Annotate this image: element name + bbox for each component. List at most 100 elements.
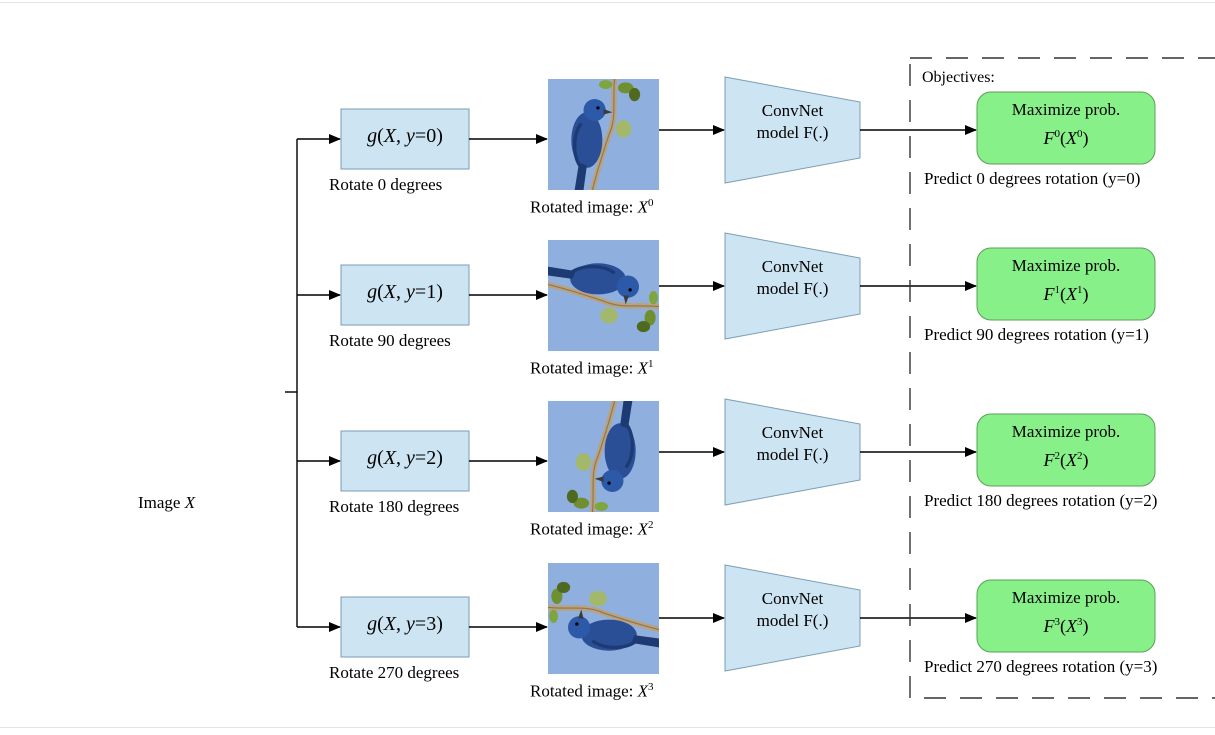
rotated-caption-var: X [637, 197, 649, 217]
paren-close: ) [436, 281, 443, 303]
rotate-label: Rotate 180 degrees [329, 497, 460, 516]
g-arg: X [383, 281, 397, 303]
convnet-label-line1: ConvNet [761, 101, 824, 120]
convnet-model [724, 232, 861, 340]
objective-X-sup: 0 [1077, 128, 1083, 140]
equals: = [414, 281, 427, 303]
comma: , [396, 447, 407, 469]
predict-label: Predict 270 degrees rotation (y=3) [924, 657, 1158, 676]
rotated-caption-var: X [637, 358, 649, 378]
g-function-box [340, 264, 470, 326]
split-connector [285, 139, 298, 627]
paren-open: ( [377, 447, 384, 469]
objective-F-sup: 2 [1054, 450, 1061, 462]
objective-X: X [1066, 128, 1077, 148]
g-function-label: g(X, y=2) [341, 448, 469, 468]
paren-close: ) [436, 125, 443, 147]
convnet-label-line1: ConvNet [761, 589, 824, 608]
rotated-bird [548, 240, 659, 351]
convnet-label-line2: model F(.) [756, 123, 829, 142]
paren-open: ( [377, 125, 384, 147]
g-eq-var: y [406, 281, 415, 303]
rotated-image [548, 401, 659, 512]
objectives-frame [909, 57, 1215, 699]
g-function-label: g(X, y=3) [341, 614, 469, 634]
input-image-caption: Image X [138, 493, 195, 513]
paren-close: ) [1082, 450, 1089, 470]
rotated-image [548, 79, 659, 190]
g-function-label: g(X, y=0) [341, 126, 469, 146]
objective-line1: Maximize prob. [1011, 100, 1121, 119]
paren-open: ( [1060, 284, 1066, 304]
comma: , [396, 281, 407, 303]
g-y-value: 2 [426, 447, 437, 469]
g-eq-var: y [406, 125, 415, 147]
objective-F: F [1043, 284, 1055, 304]
objective-X-sup: 1 [1077, 284, 1083, 296]
predict-label: Predict 0 degrees rotation (y=0) [924, 169, 1141, 188]
rotated-caption-var: X [637, 519, 649, 539]
objective-box [976, 413, 1156, 487]
objective-F: F [1043, 616, 1055, 636]
paren-open: ( [377, 281, 384, 303]
g-function-box [340, 596, 470, 658]
objectives-title: Objectives: [922, 69, 995, 86]
rotated-caption-sup: 2 [648, 519, 654, 531]
rotate-label: Rotate 90 degrees [329, 331, 451, 350]
objective-F-sup: 0 [1054, 128, 1061, 140]
g-function-box [340, 108, 470, 170]
convnet-model [724, 76, 861, 184]
objective-formula: F2(X2) [977, 446, 1155, 470]
objective-X: X [1066, 616, 1077, 636]
predict-label: Predict 180 degrees rotation (y=2) [924, 491, 1158, 510]
top-border [0, 2, 1215, 3]
g-y-value: 1 [426, 281, 437, 303]
input-image [100, 300, 285, 485]
bottom-border [0, 727, 1215, 728]
objective-F: F [1043, 128, 1055, 148]
g-function-box [340, 430, 470, 492]
objective-formula: F3(X3) [977, 612, 1155, 636]
convnet-label-line2: model F(.) [756, 279, 829, 298]
rotated-caption-sup: 1 [648, 358, 654, 370]
objective-X: X [1066, 284, 1077, 304]
paren-close: ) [436, 613, 443, 635]
convnet-label-line1: ConvNet [761, 257, 824, 276]
equals: = [414, 613, 427, 635]
convnet-label-line2: model F(.) [756, 611, 829, 630]
rotated-image-caption: Rotated image: X2 [530, 515, 654, 540]
g-func-name: g [367, 125, 378, 147]
predict-label: Predict 90 degrees rotation (y=1) [924, 325, 1149, 344]
input-image-var: X [184, 493, 196, 512]
g-y-value: 0 [426, 125, 437, 147]
rotated-bird [548, 563, 659, 674]
g-func-name: g [367, 447, 378, 469]
rotated-caption-text: Rotated image: [530, 358, 638, 378]
rotated-caption-text: Rotated image: [530, 519, 638, 539]
objective-box [976, 91, 1156, 165]
objective-F: F [1043, 450, 1055, 470]
branch-1 [297, 232, 1156, 351]
rotated-image-caption: Rotated image: X0 [530, 193, 654, 218]
objective-line1: Maximize prob. [1011, 422, 1121, 441]
objective-formula: F0(X0) [977, 124, 1155, 148]
rotated-caption-text: Rotated image: [530, 197, 638, 217]
equals: = [414, 447, 427, 469]
objective-F-sup: 3 [1054, 616, 1061, 628]
paren-close: ) [1082, 128, 1089, 148]
paren-open: ( [1060, 450, 1066, 470]
rotated-caption-text: Rotated image: [530, 681, 638, 701]
objective-formula: F1(X1) [977, 280, 1155, 304]
objective-line1: Maximize prob. [1011, 588, 1121, 607]
rotated-image-caption: Rotated image: X1 [530, 354, 654, 379]
objective-X: X [1066, 450, 1077, 470]
objective-F-sup: 1 [1054, 284, 1061, 296]
g-function-label: g(X, y=1) [341, 282, 469, 302]
g-arg: X [383, 447, 397, 469]
objective-line1: Maximize prob. [1011, 256, 1121, 275]
paren-open: ( [1060, 128, 1066, 148]
g-func-name: g [367, 281, 378, 303]
rotate-label: Rotate 270 degrees [329, 663, 460, 682]
comma: , [396, 125, 407, 147]
